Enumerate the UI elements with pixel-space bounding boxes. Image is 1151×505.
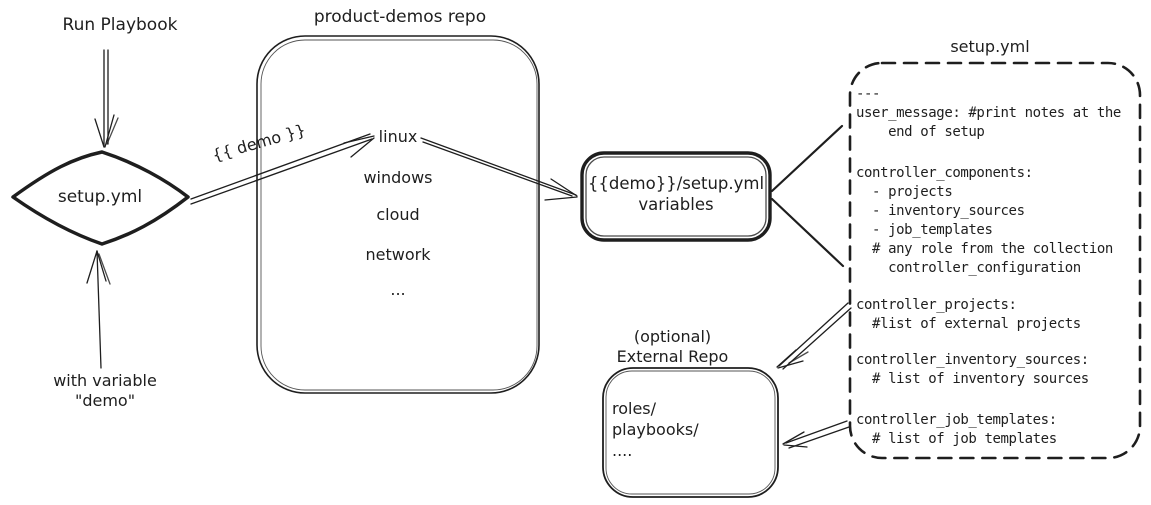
setup-file-title: setup.yml xyxy=(950,37,1030,56)
repo-item-network: network xyxy=(365,245,431,264)
variables-box-label: {{demo}}/setup.yml variables xyxy=(587,174,765,214)
yaml-section-controller-projects: controller_projects: #list of external p… xyxy=(856,297,1081,332)
repo-item-ellipsis: ... xyxy=(390,280,406,299)
run-playbook-label: Run Playbook xyxy=(62,15,178,35)
yaml-section-controller-components: controller_components: - projects - inve… xyxy=(856,165,1113,276)
setup-file-box-shape xyxy=(848,61,1142,460)
arrow-job-templates-to-external-repo xyxy=(782,420,850,449)
diamond-label: setup.yml xyxy=(57,187,143,207)
yaml-section-controller-inventory-sources: controller_inventory_sources: # list of … xyxy=(856,352,1089,387)
repo-title: product-demos repo xyxy=(313,7,487,27)
external-repo-contents: roles/ playbooks/ .... xyxy=(612,399,699,460)
external-repo-title: (optional) External Repo xyxy=(616,327,729,366)
connector-variables-to-setup-file xyxy=(770,124,845,268)
arrow-projects-to-external-repo xyxy=(776,302,852,370)
repo-item-cloud: cloud xyxy=(376,205,420,224)
arrow-diamond-to-linux xyxy=(190,133,375,205)
diamond-shape xyxy=(11,150,190,246)
arrow-linux-to-variables xyxy=(420,137,578,201)
external-repo-box-shape xyxy=(602,367,779,498)
variables-box-shape xyxy=(580,151,772,242)
arrow-run-playbook-to-diamond xyxy=(94,49,119,148)
repo-item-linux: linux xyxy=(378,127,418,146)
repo-box-shape xyxy=(256,35,540,394)
with-variable-label: with variable "demo" xyxy=(53,371,157,410)
arrow-with-variable-to-diamond xyxy=(86,250,111,369)
yaml-section-user-message: --- user_message: #print notes at the en… xyxy=(856,86,1121,140)
repo-item-windows: windows xyxy=(363,168,433,187)
yaml-section-controller-job-templates: controller_job_templates: # list of job … xyxy=(856,412,1057,447)
